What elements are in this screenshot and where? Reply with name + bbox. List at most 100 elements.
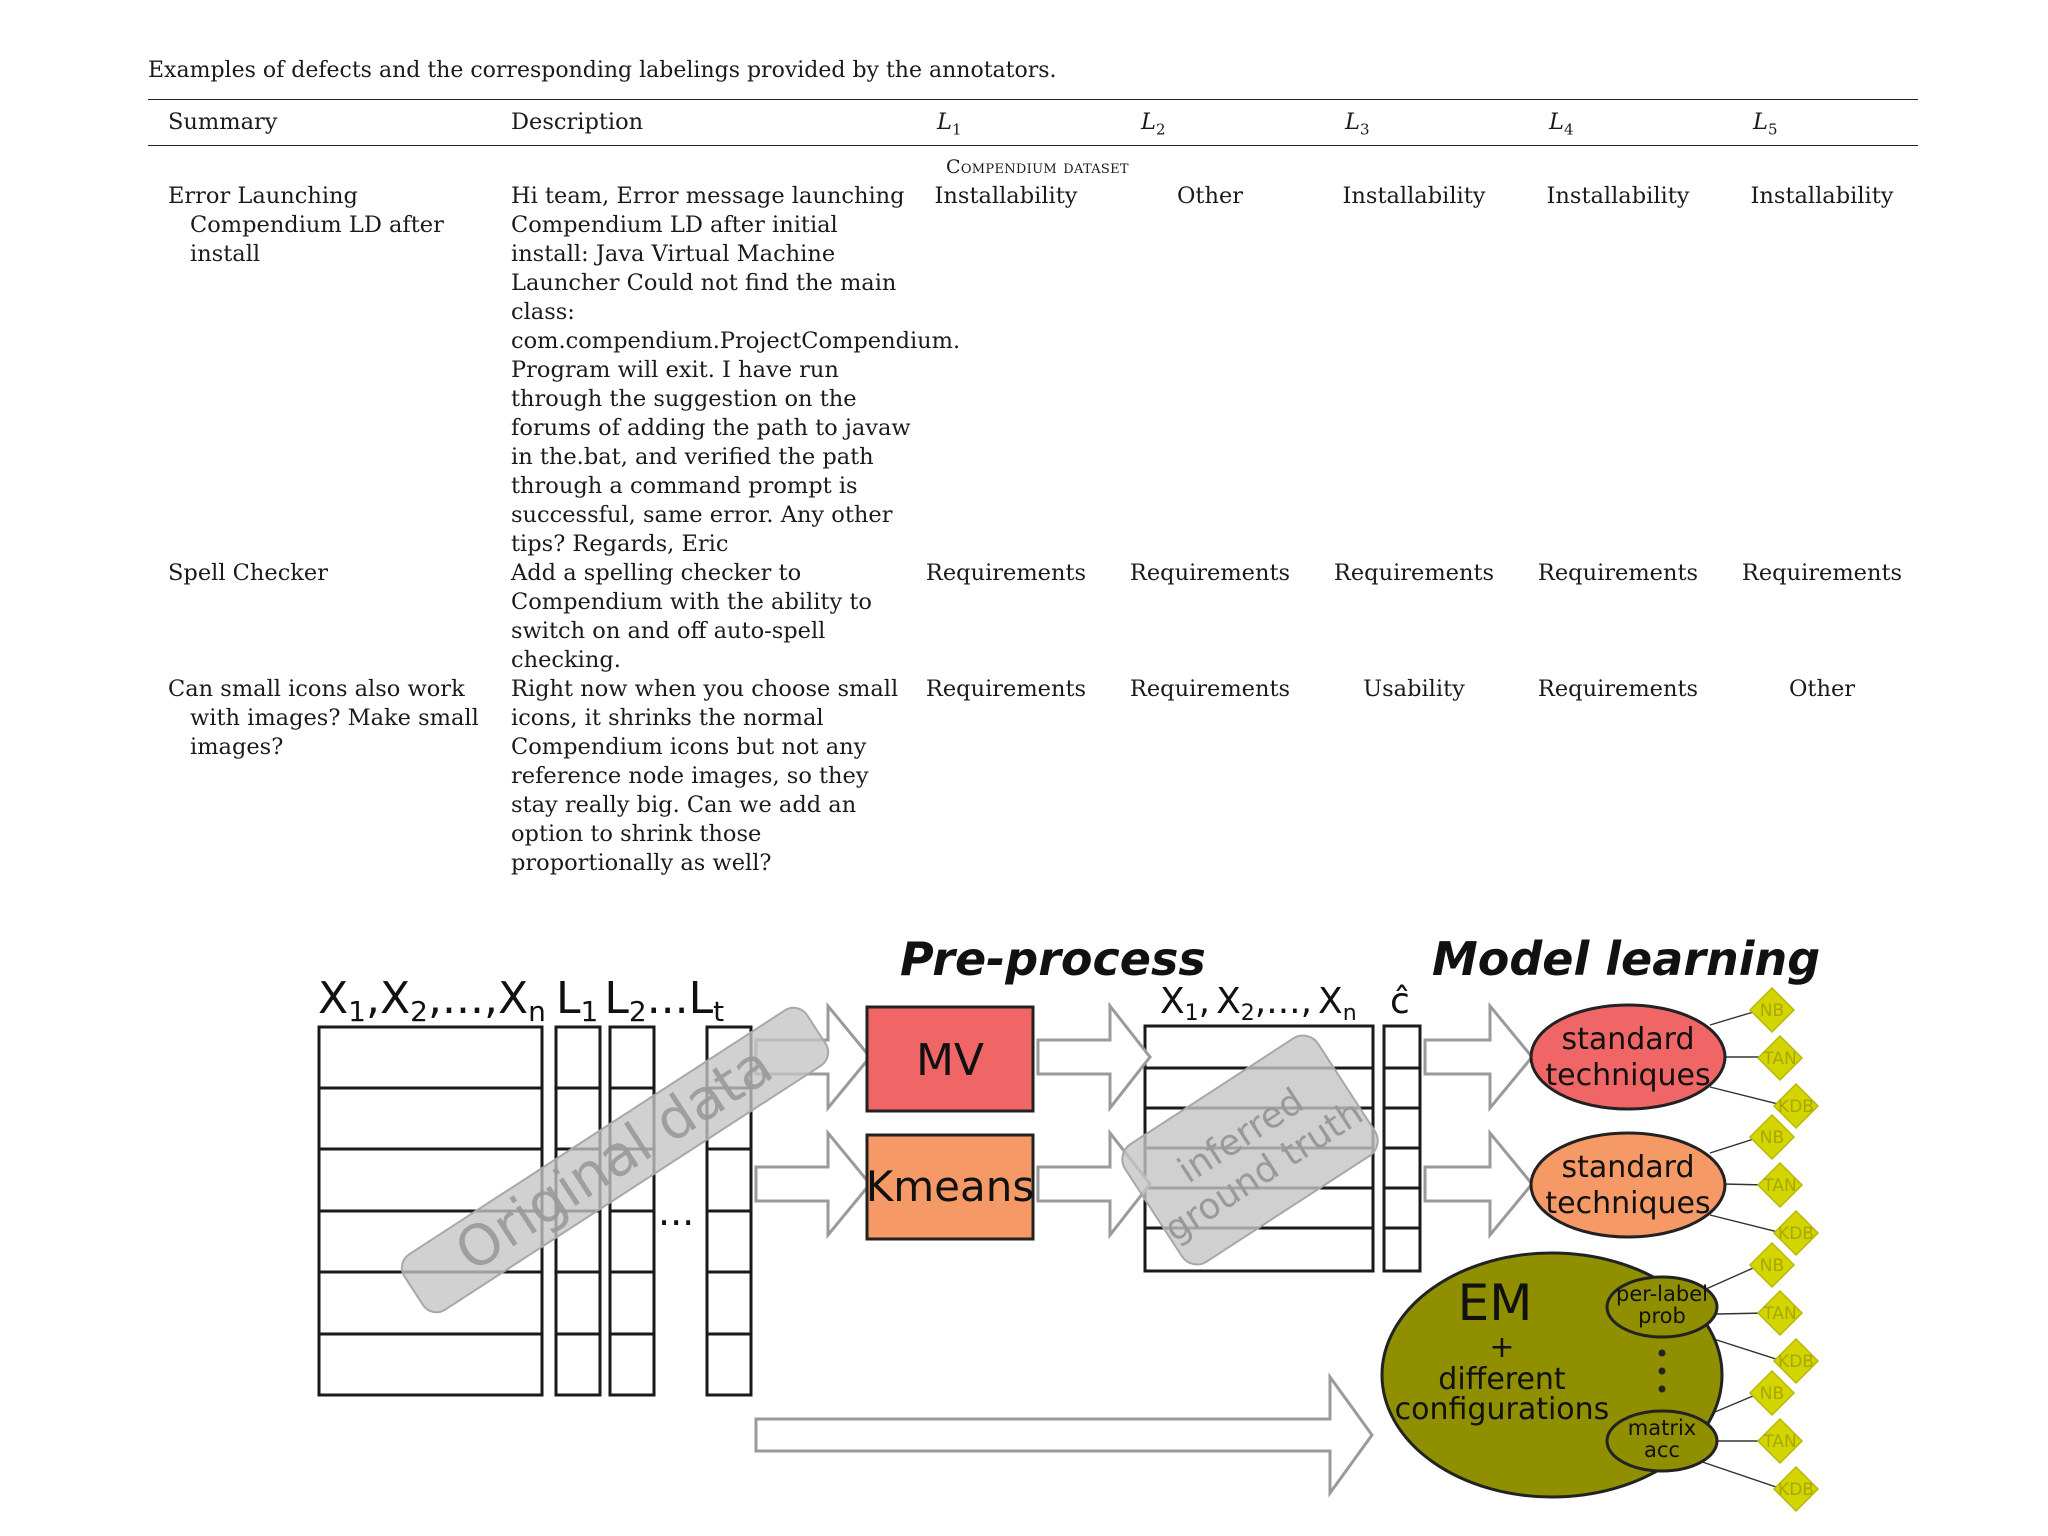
classifier-label-tan: TAN xyxy=(1762,1176,1796,1196)
description-cell: Add a spelling checker to Compendium wit… xyxy=(511,559,931,675)
classifier-diamond-kdb xyxy=(1772,1337,1820,1385)
label-cell-l3: Requirements xyxy=(1333,560,1495,586)
classifier-label-nb: NB xyxy=(1760,1256,1784,1276)
summary-line: with images? Make small xyxy=(190,705,479,731)
label-cell-l4: Requirements xyxy=(1537,560,1699,586)
description-line: Compendium icons but not any xyxy=(511,734,867,760)
model-learning-title: Model learning xyxy=(1432,932,1820,986)
description-line: Compendium with the ability to xyxy=(511,589,872,615)
description-line: class: xyxy=(511,299,575,325)
header-description: Description xyxy=(511,109,644,135)
input-header: X1,X2,...,Xn xyxy=(318,973,546,1028)
per-label-prob-ellipse xyxy=(1605,1275,1719,1339)
description-line: stay really big. Can we add an xyxy=(511,792,857,818)
summary-line: Spell Checker xyxy=(168,560,329,586)
classifier-label-nb: NB xyxy=(1760,1128,1784,1148)
classifier-diamond-kdb xyxy=(1772,1465,1820,1513)
label-cell-l4: Installability xyxy=(1546,183,1690,209)
header-l3: L3 xyxy=(1345,109,1370,139)
em-different: different xyxy=(1438,1362,1566,1397)
description-cell: Right now when you choose small icons, i… xyxy=(511,675,931,878)
em-plus: + xyxy=(1489,1330,1514,1365)
prob-text: prob xyxy=(1638,1304,1686,1328)
arrow-right-icon xyxy=(1423,1001,1534,1113)
label-cell-l3: Installability xyxy=(1342,183,1486,209)
kmeans-label: Kmeans xyxy=(866,1162,1035,1211)
label-cell-l1: Requirements xyxy=(925,560,1087,586)
label-cell-l5: Installability xyxy=(1750,183,1894,209)
label-cell-l3: Usability xyxy=(1363,676,1465,702)
summary-line: Error Launching xyxy=(168,183,358,209)
description-line: through the suggestion on the xyxy=(511,386,857,412)
arrow-right-icon xyxy=(754,1372,1374,1498)
standard-label: standard xyxy=(1561,1150,1694,1185)
preprocess-title: Pre-process xyxy=(900,932,1206,986)
label-cell-l4: Requirements xyxy=(1537,676,1699,702)
classifier-label-tan: TAN xyxy=(1762,1049,1796,1069)
em-label: EM xyxy=(1458,1274,1533,1332)
techniques-label: techniques xyxy=(1545,1186,1710,1221)
mv-label: MV xyxy=(916,1035,984,1086)
classifier-label-tan: TAN xyxy=(1762,1304,1796,1324)
description-line: through a command prompt is xyxy=(511,473,858,499)
summary-cell: Can small icons also work with images? M… xyxy=(168,675,498,762)
columns-ellipsis: ... xyxy=(658,1190,694,1234)
description-line: option to shrink those xyxy=(511,821,762,847)
classifier-label-tan: TAN xyxy=(1762,1432,1796,1452)
description-line: tips? Regards, Eric xyxy=(511,531,729,557)
summary-line: images? xyxy=(190,734,284,760)
kmeans-box xyxy=(865,1133,1035,1241)
header-l2: L2 xyxy=(1141,109,1166,139)
description-line: install: Java Virtual Machine xyxy=(511,241,836,267)
description-cell: Hi team, Error message launching Compend… xyxy=(511,182,960,559)
classifier-label-nb: NB xyxy=(1760,1384,1784,1404)
section-title: Compendium dataset xyxy=(946,156,1129,178)
classifier-diamond-tan xyxy=(1756,1034,1804,1082)
classifier-diamond-nb xyxy=(1748,1241,1796,1289)
classifier-label-kdb: KDB xyxy=(1778,1224,1814,1244)
arrow-right-icon xyxy=(1423,1128,1534,1240)
description-line: in the.bat, and verified the path xyxy=(511,444,874,470)
arrow-right-icon xyxy=(754,1128,872,1240)
description-line: icons, it shrinks the normal xyxy=(511,705,824,731)
classifier-diamond-tan xyxy=(1756,1289,1804,1337)
svg-text:Original data: Original data xyxy=(444,1033,784,1285)
description-line: reference node images, so they xyxy=(511,763,869,789)
classifier-label-kdb: KDB xyxy=(1778,1097,1814,1117)
summary-cell: Error Launching Compendium LD after inst… xyxy=(168,182,498,269)
inferred-watermark: inferred ground truth xyxy=(1121,1034,1379,1266)
standard-label: standard xyxy=(1561,1022,1694,1057)
description-line: Program will exit. I have run xyxy=(511,357,839,383)
em-configurations: configurations xyxy=(1395,1392,1610,1427)
description-line: successful, same error. Any other xyxy=(511,502,893,528)
techniques-label: techniques xyxy=(1545,1058,1710,1093)
label-cell-l2: Other xyxy=(1176,183,1244,209)
description-line: Hi team, Error message launching xyxy=(511,183,905,209)
description-line: Compendium LD after initial xyxy=(511,212,838,238)
table-caption: Examples of defects and the correspondin… xyxy=(148,58,1057,83)
classifier-diamond-kdb xyxy=(1772,1082,1820,1130)
per-label-text: per-label xyxy=(1616,1282,1708,1306)
classifier-diamond-nb xyxy=(1748,986,1796,1034)
description-line: checking. xyxy=(511,647,621,673)
class-header: ĉ xyxy=(1390,981,1410,1022)
summary-cell: Spell Checker xyxy=(168,559,498,588)
summary-line: install xyxy=(190,241,261,267)
header-l1: L1 xyxy=(937,109,962,139)
description-line: Launcher Could not find the main xyxy=(511,270,897,296)
classifier-label-kdb: KDB xyxy=(1778,1352,1814,1372)
classifier-diamond-nb xyxy=(1748,1113,1796,1161)
header-summary: Summary xyxy=(168,109,278,135)
standard-techniques-mv xyxy=(1529,1003,1727,1111)
summary-line: Compendium LD after xyxy=(190,212,444,238)
classifier-diamond-tan xyxy=(1756,1417,1804,1465)
header-l4: L4 xyxy=(1549,109,1574,139)
label-cell-l2: Requirements xyxy=(1129,676,1291,702)
header-l5: L5 xyxy=(1753,109,1778,139)
classifier-label-nb: NB xyxy=(1760,1001,1784,1021)
label-cell-l1: Requirements xyxy=(925,676,1087,702)
classifier-diamond-kdb xyxy=(1772,1209,1820,1257)
description-line: switch on and off auto-spell xyxy=(511,618,826,644)
